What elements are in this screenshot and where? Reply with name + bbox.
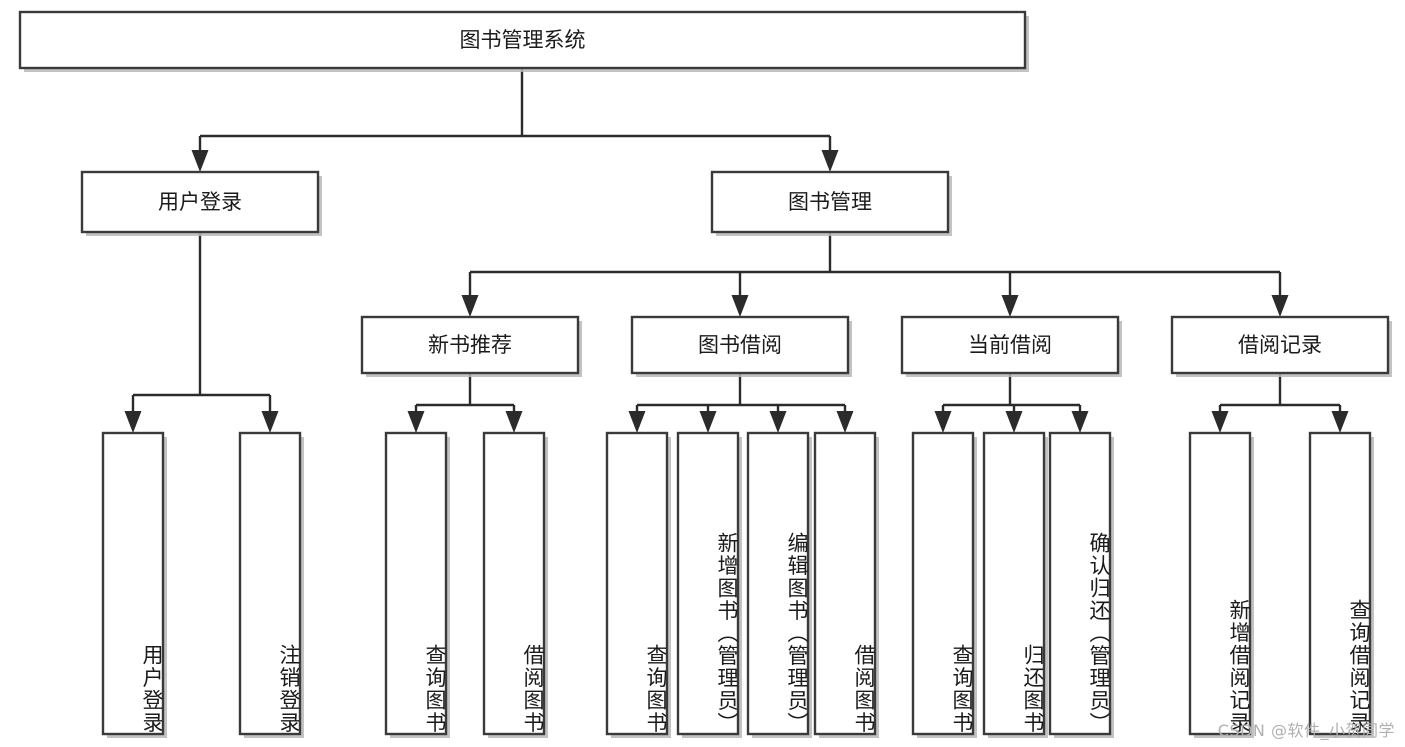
node-label-current-borrow: 当前借阅 — [968, 333, 1052, 357]
arrow-head-icon — [699, 411, 717, 433]
arrow-head-icon — [836, 411, 854, 433]
node-box-leaf-add-record[interactable] — [1188, 431, 1252, 736]
node-box-leaf-edit-book[interactable] — [746, 431, 810, 736]
arrow-head-icon — [1001, 295, 1019, 317]
node-box-borrow-record[interactable] — [1170, 315, 1390, 375]
node-box-book-borrow[interactable] — [630, 315, 850, 375]
node-label-book-borrow: 图书借阅 — [698, 333, 782, 357]
arrow-head-icon — [407, 411, 425, 433]
node-box-leaf-query-record[interactable] — [1308, 431, 1372, 736]
node-box-book-manage[interactable] — [710, 170, 950, 234]
node-box-leaf-borrow-book-1[interactable] — [482, 431, 546, 736]
node-box-leaf-query-book-3[interactable] — [911, 431, 975, 736]
boxes-layer — [18, 10, 1392, 738]
connectors-layer — [124, 68, 1349, 433]
node-box-leaf-add-book[interactable] — [676, 431, 740, 736]
node-box-leaf-query-book-2[interactable] — [605, 431, 669, 736]
arrow-head-icon — [1331, 411, 1349, 433]
watermark-text: CSDN @软件_小贺同学 — [1217, 721, 1395, 740]
arrow-head-icon — [1071, 411, 1089, 433]
arrow-head-icon — [461, 295, 479, 317]
arrow-head-icon — [628, 411, 646, 433]
arrow-head-icon — [1005, 411, 1023, 433]
arrow-head-icon — [505, 411, 523, 433]
connector-root — [191, 68, 839, 172]
node-label-book-manage: 图书管理 — [788, 190, 872, 214]
arrow-head-icon — [934, 411, 952, 433]
connector-new-book-recommend — [407, 373, 523, 433]
arrow-head-icon — [1211, 411, 1229, 433]
arrow-head-icon — [769, 411, 787, 433]
node-label-root: 图书管理系统 — [460, 28, 586, 52]
node-label-user-login: 用户登录 — [158, 190, 242, 214]
connector-user-login — [124, 232, 279, 433]
arrow-head-icon — [821, 150, 839, 172]
node-box-leaf-return-book[interactable] — [982, 431, 1046, 736]
connector-borrow-record — [1211, 373, 1349, 433]
node-box-leaf-borrow-book-2[interactable] — [813, 431, 877, 736]
node-box-leaf-query-book-1[interactable] — [384, 431, 448, 736]
node-box-new-book-recommend[interactable] — [360, 315, 580, 375]
connector-current-borrow — [934, 373, 1089, 433]
connector-book-borrow — [628, 373, 854, 433]
arrow-head-icon — [191, 150, 209, 172]
node-box-leaf-confirm-return[interactable] — [1048, 431, 1112, 736]
arrow-head-icon — [261, 411, 279, 433]
arrow-head-icon — [1271, 295, 1289, 317]
arrow-head-icon — [731, 295, 749, 317]
node-box-root[interactable] — [18, 10, 1027, 70]
node-box-leaf-user-logout[interactable] — [238, 431, 302, 736]
node-label-new-book-recommend: 新书推荐 — [428, 333, 512, 357]
node-label-borrow-record: 借阅记录 — [1238, 333, 1322, 357]
node-box-current-borrow[interactable] — [900, 315, 1120, 375]
arrow-head-icon — [124, 411, 142, 433]
node-box-user-login[interactable] — [80, 170, 320, 234]
node-box-leaf-user-login[interactable] — [101, 431, 165, 736]
connector-book-manage — [461, 232, 1289, 317]
